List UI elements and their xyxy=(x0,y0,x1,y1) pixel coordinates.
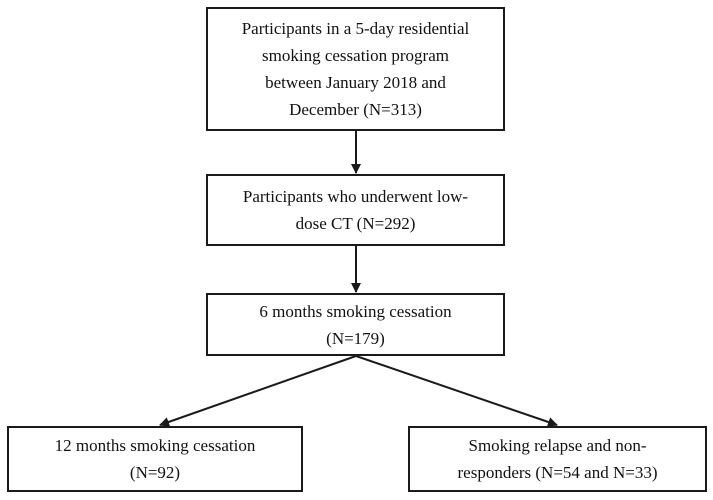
node-text-line: 6 months smoking cessation xyxy=(259,301,452,321)
node-six-months-cessation: 6 months smoking cessation (N=179) xyxy=(206,293,505,356)
node-low-dose-ct: Participants who underwent low- dose CT … xyxy=(206,174,505,246)
node-text-line: Participants in a 5-day residential xyxy=(241,19,470,38)
node-text-line: Smoking relapse and non- xyxy=(468,436,647,455)
node-text-line: (N=92) xyxy=(129,463,181,482)
node-text-line: smoking cessation program xyxy=(262,46,449,65)
arrow-six-months-to-relapse xyxy=(355,355,558,427)
node-program-participants: Participants in a 5-day residential smok… xyxy=(206,7,505,131)
node-twelve-months-cessation: 12 months smoking cessation (N=92) xyxy=(7,426,303,492)
node-text-line: 12 months smoking cessation xyxy=(54,436,256,455)
node-text-line: (N=179) xyxy=(326,328,385,348)
node-relapse-non-responders: Smoking relapse and non- responders (N=5… xyxy=(408,426,707,492)
node-text-line: Participants who underwent low- xyxy=(242,187,469,206)
node-text-line: December (N=313) xyxy=(289,100,422,119)
node-text-line: responders (N=54 and N=33) xyxy=(457,463,658,482)
node-text-line: dose CT (N=292) xyxy=(295,214,416,233)
arrow-six-months-to-twelve-months xyxy=(159,355,357,427)
node-text-line: between January 2018 and xyxy=(265,73,446,92)
